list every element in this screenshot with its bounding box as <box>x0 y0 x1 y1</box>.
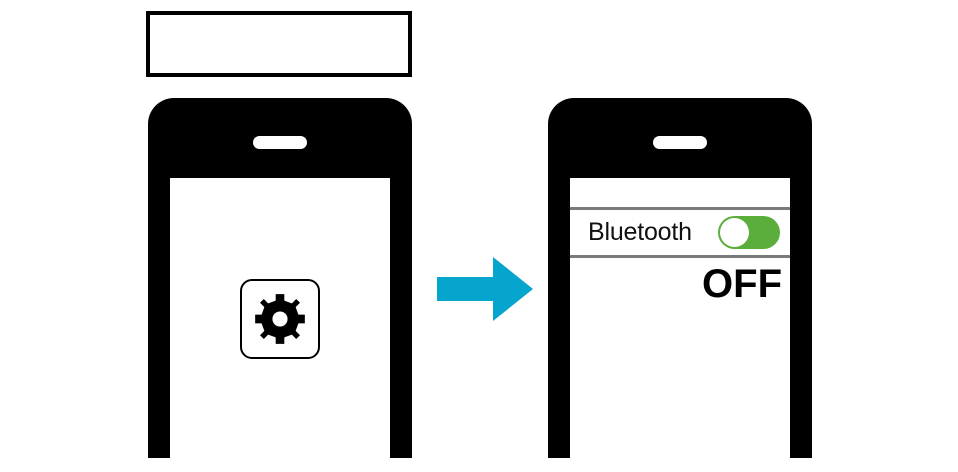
settings-row-label: Bluetooth <box>588 218 692 246</box>
step-arrow-icon <box>437 257 533 321</box>
caption-box <box>146 11 412 77</box>
phone-before-screen <box>170 178 390 458</box>
phone-after-screen: Bluetooth OFF <box>570 178 790 458</box>
settings-row-bluetooth[interactable]: Bluetooth <box>570 210 790 258</box>
toggle-knob <box>720 218 749 247</box>
state-label: OFF <box>702 262 782 306</box>
earpiece-speaker-icon <box>253 136 307 149</box>
phone-before <box>148 98 412 458</box>
status-bar <box>570 178 790 210</box>
bluetooth-toggle[interactable] <box>718 216 780 249</box>
earpiece-speaker-icon <box>653 136 707 149</box>
phone-after: Bluetooth OFF <box>548 98 812 458</box>
gear-icon <box>253 292 307 346</box>
caption-text <box>150 15 408 73</box>
settings-app-icon[interactable] <box>240 279 320 359</box>
